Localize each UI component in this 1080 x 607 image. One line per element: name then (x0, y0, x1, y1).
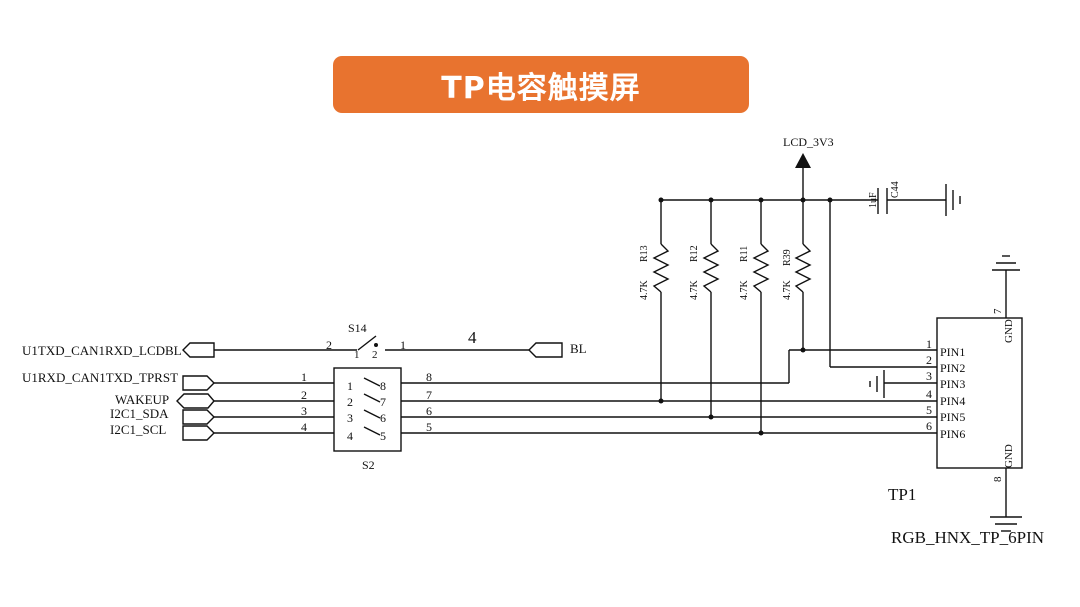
resistor-r11: R11 4.7K (739, 197, 770, 433)
ground-symbol-cap (945, 184, 961, 216)
switch-s14-inner-left: 1 (354, 349, 360, 361)
power-net-label: LCD_3V3 (783, 135, 834, 149)
ground-symbol-tp1-bottom (990, 516, 1022, 532)
tp1-pin4-label: PIN4 (940, 394, 965, 408)
net-label-bl: BL (570, 341, 587, 356)
s2-left-pin-3: 3 (301, 404, 307, 418)
tp1-pin5-num: 5 (926, 403, 932, 417)
tp1-pin1-label: PIN1 (940, 345, 965, 359)
capacitor-c44: 1uF C44 (868, 181, 946, 214)
tp1-gnd-bottom-num: 8 (992, 476, 1004, 482)
resistor-r12-ref: R12 (689, 245, 700, 262)
page-title: TP电容触摸屏 (441, 70, 641, 106)
port-sda: I2C1_SDA (110, 406, 215, 425)
title-banner: TP电容触摸屏 (333, 56, 749, 113)
switch-s2: S2 1 2 3 4 1 2 3 4 8 7 6 5 8 7 6 5 (214, 367, 432, 472)
ground-symbol-pin3 (869, 370, 885, 398)
tp1-gnd-bottom-label: GND (1003, 444, 1015, 468)
port-scl: I2C1_SCL (110, 422, 215, 441)
ground-symbol-tp1-top (992, 255, 1020, 271)
resistor-r39-ref: R39 (782, 249, 793, 266)
resistor-r39-value: 4.7K (782, 280, 793, 301)
resistor-r12-value: 4.7K (689, 280, 700, 301)
port-lcdbl: U1TXD_CAN1RXD_LCDBL (22, 342, 215, 358)
tp1-pin2-label: PIN2 (940, 361, 965, 375)
tp1-pin6-num: 6 (926, 419, 932, 433)
switch-s14-ref: S14 (348, 321, 367, 335)
tp1-pin6-label: PIN6 (940, 427, 965, 441)
s2-right-pin-6: 6 (426, 404, 432, 418)
net-label-tprst: U1RXD_CAN1TXD_TPRST (22, 370, 178, 385)
s2-inner-right-5: 5 (380, 429, 386, 443)
s2-inner-right-7: 7 (380, 395, 386, 409)
connector-tp1: PIN1 PIN2 PIN3 PIN4 PIN5 PIN6 1 2 3 4 5 … (888, 270, 1044, 547)
tp1-gnd-top-label: GND (1003, 319, 1015, 343)
resistor-r11-ref: R11 (739, 246, 750, 262)
capacitor-ref: C44 (890, 181, 901, 198)
resistor-r12: R12 4.7K (689, 197, 720, 417)
s2-inner-left-2: 2 (347, 395, 353, 409)
switch-s14-inner-right: 2 (372, 349, 378, 361)
switch-s14-pin-left: 2 (326, 338, 332, 352)
s2-left-pin-2: 2 (301, 388, 307, 402)
tp1-pin4-num: 4 (926, 387, 932, 401)
tp1-pin3-label: PIN3 (940, 377, 965, 391)
s2-right-pin-8: 8 (426, 370, 432, 384)
s2-inner-left-3: 3 (347, 411, 353, 425)
tp1-pin3-num: 3 (926, 369, 932, 383)
net-label-sda: I2C1_SDA (110, 406, 169, 421)
port-tprst: U1RXD_CAN1TXD_TPRST (22, 370, 215, 391)
net-label-lcdbl: U1TXD_CAN1RXD_LCDBL (22, 343, 182, 358)
switch-s14-note: 4 (468, 328, 477, 347)
resistor-r13-value: 4.7K (639, 280, 650, 301)
switch-s14: S14 2 1 1 2 4 (326, 321, 477, 361)
power-arrow (795, 153, 811, 168)
resistor-r13-ref: R13 (639, 245, 650, 262)
tp1-gnd-top-num: 7 (992, 308, 1004, 314)
s2-inner-left-4: 4 (347, 429, 353, 443)
s2-right-pin-5: 5 (426, 420, 432, 434)
s2-inner-left-1: 1 (347, 379, 353, 393)
net-label-wakeup: WAKEUP (115, 392, 169, 407)
tp1-ref: TP1 (888, 485, 916, 504)
tp1-part-number: RGB_HNX_TP_6PIN (891, 528, 1044, 547)
tp1-pin5-label: PIN5 (940, 410, 965, 424)
port-bl: BL (528, 341, 587, 358)
switch-s14-pin-right: 1 (400, 338, 406, 352)
s2-left-pin-1: 1 (301, 370, 307, 384)
switch-s2-ref: S2 (362, 458, 375, 472)
resistor-r11-value: 4.7K (739, 280, 750, 301)
s2-right-pin-7: 7 (426, 388, 432, 402)
capacitor-value: 1uF (868, 192, 879, 208)
resistor-r39: R39 4.7K (782, 197, 812, 353)
s2-inner-right-8: 8 (380, 379, 386, 393)
s2-left-pin-4: 4 (301, 420, 307, 434)
resistor-r13: R13 4.7K (639, 197, 670, 401)
s2-inner-right-6: 6 (380, 411, 386, 425)
tp1-pin2-num: 2 (926, 353, 932, 367)
tp1-pin1-num: 1 (926, 337, 932, 351)
net-label-scl: I2C1_SCL (110, 422, 166, 437)
